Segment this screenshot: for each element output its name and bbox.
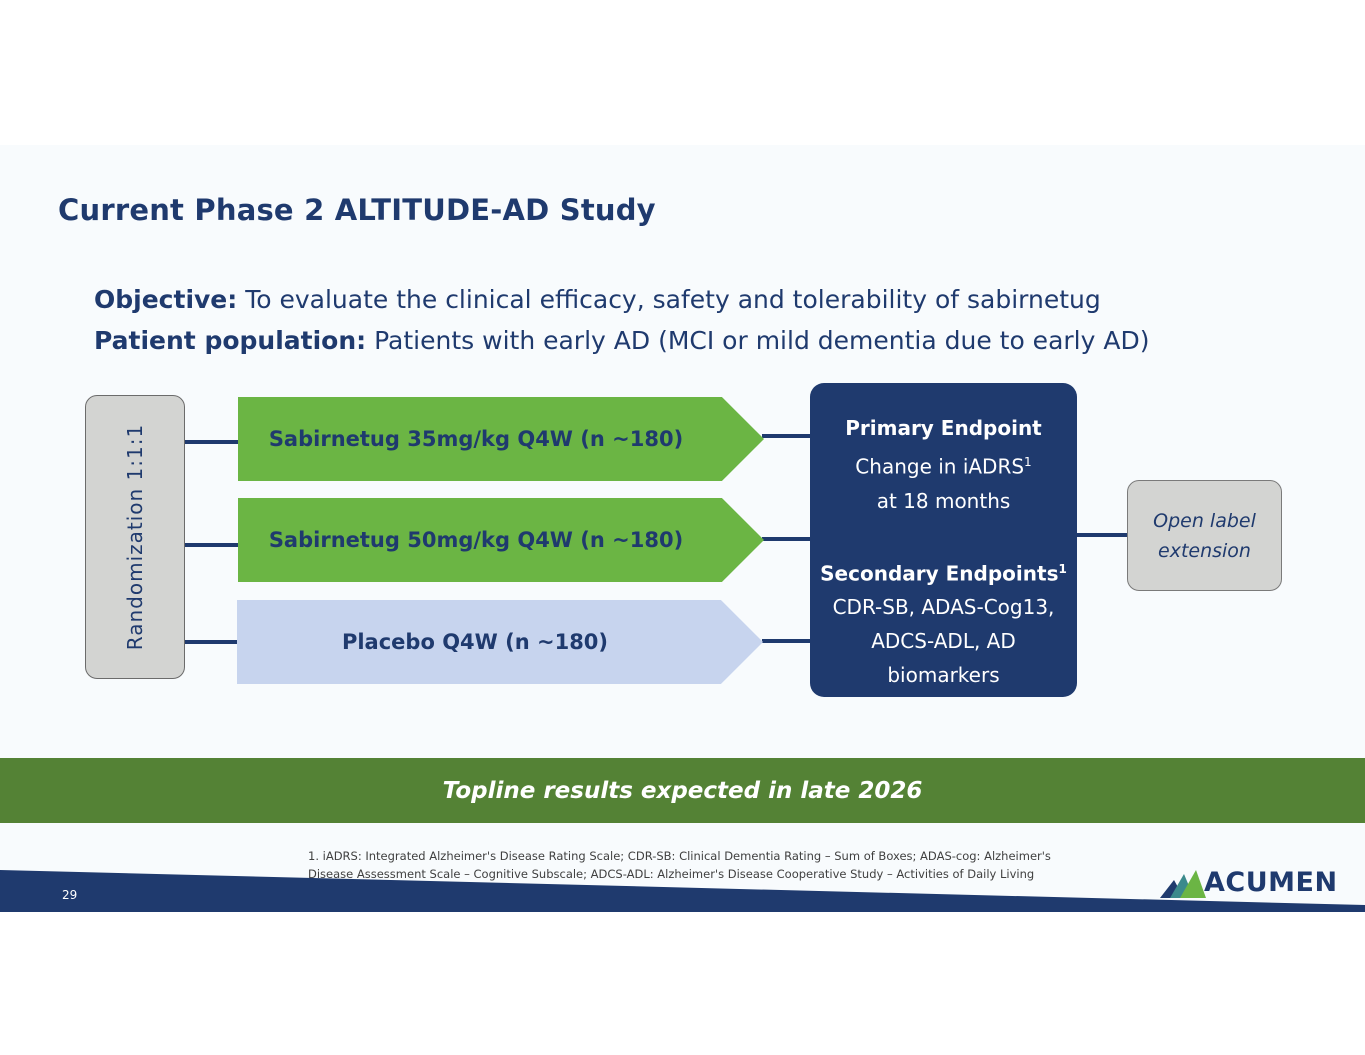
endpoints-box: Primary Endpoint Change in iADRS1 at 18 … <box>810 383 1077 697</box>
connector <box>185 440 240 444</box>
primary-endpoint-title: Primary Endpoint <box>845 416 1042 440</box>
secondary-endpoint-text: CDR-SB, ADAS-Cog13, <box>832 595 1055 620</box>
population-text: Patients with early AD (MCI or mild deme… <box>366 326 1150 355</box>
acumen-logo: ACUMEN <box>1160 867 1338 898</box>
footnote-ref: 1 <box>1058 561 1067 576</box>
extension-text: extension <box>1158 539 1251 562</box>
footer-band <box>0 870 1365 912</box>
population: Patient population: Patients with early … <box>94 326 1149 355</box>
page-title: Current Phase 2 ALTITUDE-AD Study <box>58 193 656 227</box>
footnote-line: Disease Assessment Scale – Cognitive Sub… <box>308 867 1035 881</box>
population-label: Patient population: <box>94 326 367 355</box>
arm-label: Sabirnetug 50mg/kg Q4W (n ~180) <box>268 528 684 552</box>
secondary-endpoint-title: Secondary Endpoints <box>820 561 1059 586</box>
logo-text: ACUMEN <box>1204 867 1338 898</box>
slide: Current Phase 2 ALTITUDE-AD Study Object… <box>0 145 1365 912</box>
connector <box>1077 533 1129 537</box>
arm-label: Sabirnetug 35mg/kg Q4W (n ~180) <box>268 427 684 451</box>
footnote: 1. iADRS: Integrated Alzheimer's Disease… <box>308 847 1051 883</box>
connector <box>185 543 240 547</box>
open-label-extension-box: Open label extension <box>1127 480 1282 591</box>
arm-label: Placebo Q4W (n ~180) <box>341 630 609 654</box>
objective-text: To evaluate the clinical efficacy, safet… <box>237 285 1101 314</box>
connector <box>762 537 812 541</box>
page-number: 29 <box>62 888 78 902</box>
arm-placebo: Placebo Q4W (n ~180) <box>237 600 763 684</box>
objective: Objective: To evaluate the clinical effi… <box>94 285 1101 314</box>
randomization-label: Randomization 1:1:1 <box>123 423 147 651</box>
footnote-line: 1. iADRS: Integrated Alzheimer's Disease… <box>308 849 1051 863</box>
secondary-endpoint-text: biomarkers <box>887 663 1000 688</box>
footnote-ref: 1 <box>1024 455 1032 469</box>
randomization-box: Randomization 1:1:1 <box>85 395 185 679</box>
connector <box>185 640 240 644</box>
connector <box>762 434 812 438</box>
secondary-endpoint-text: ADCS-ADL, AD <box>871 629 1016 654</box>
mountain-logo-icon <box>1160 869 1206 898</box>
connector <box>762 639 812 643</box>
topline-banner: Topline results expected in late 2026 <box>0 758 1365 823</box>
arm-50mg: Sabirnetug 50mg/kg Q4W (n ~180) <box>238 498 764 582</box>
primary-endpoint-text: Change in iADRS <box>855 454 1025 479</box>
arm-35mg: Sabirnetug 35mg/kg Q4W (n ~180) <box>238 397 764 481</box>
extension-text: Open label <box>1153 509 1256 532</box>
primary-endpoint-text: at 18 months <box>876 488 1011 513</box>
objective-label: Objective: <box>94 285 238 314</box>
